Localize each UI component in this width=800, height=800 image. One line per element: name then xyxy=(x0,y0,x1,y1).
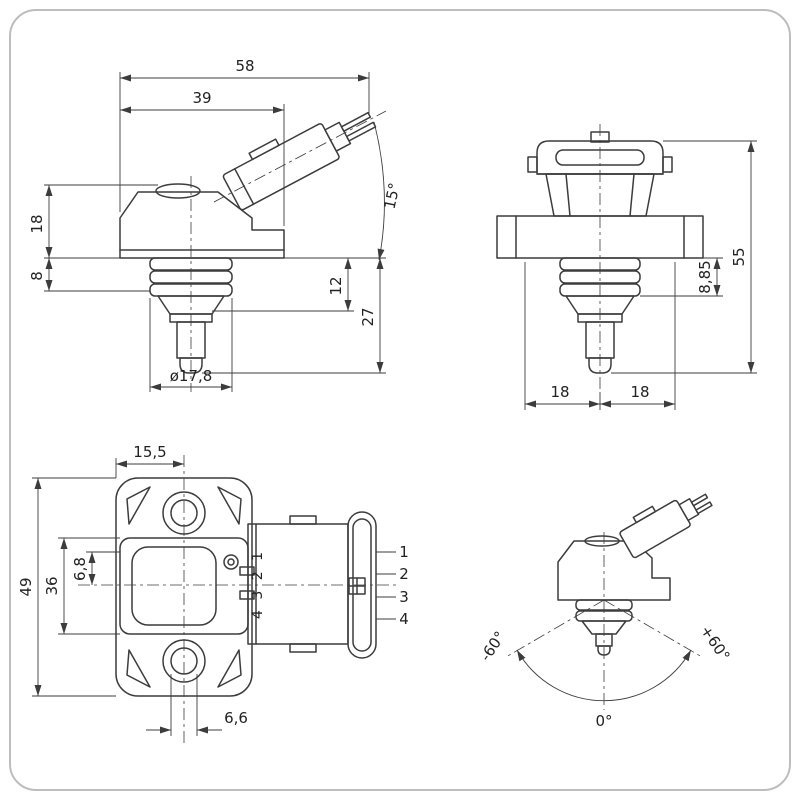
neck-line-left xyxy=(565,173,571,217)
flange-relief-tl xyxy=(126,486,151,525)
connector-housing-small xyxy=(619,499,691,559)
front-view: 55 8,85 18 18 xyxy=(496,124,757,410)
vent-hole-inner xyxy=(227,558,235,566)
dim-total-height-label: 55 xyxy=(730,247,748,266)
dim-hole-diameter: 6,6 xyxy=(146,674,248,736)
connector-tab-top xyxy=(289,515,317,525)
dim-pin-to-center: 6,8 xyxy=(71,551,120,585)
dim-hole-to-center-label: 15,5 xyxy=(133,443,166,461)
dim-body-height: 18 xyxy=(28,184,158,259)
dim-seal-height: 12 xyxy=(212,257,386,312)
body-outline xyxy=(119,191,285,259)
dim-total-width-label: 58 xyxy=(235,57,254,75)
cap-wing-left xyxy=(527,156,538,173)
pin-label-3: 3 xyxy=(399,588,409,606)
dim-half-widths: 18 18 xyxy=(524,262,676,410)
dim-hole-to-center: 15,5 xyxy=(115,443,184,478)
dim-connector-width: 39 xyxy=(120,89,285,226)
dim-half-width-right-label: 18 xyxy=(630,383,649,401)
cap-wing-right xyxy=(662,156,673,173)
dim-connector-angle: 15° xyxy=(373,121,404,261)
dim-connector-width-label: 39 xyxy=(192,89,211,107)
swing-arc xyxy=(516,649,692,702)
swing-line-minus xyxy=(505,599,605,658)
probe-tip xyxy=(588,357,612,374)
connector-tip-small xyxy=(678,498,700,522)
dim-half-width-left-label: 18 xyxy=(550,383,569,401)
flange-relief-bl xyxy=(126,649,151,688)
vent-hole-outer xyxy=(223,554,239,570)
dim-probe-length-label: 27 xyxy=(359,307,377,326)
connector-centerline xyxy=(213,110,387,203)
connector-prong-1 xyxy=(340,111,372,132)
pin-label-2: 2 xyxy=(399,565,409,583)
pin-lower xyxy=(239,590,255,600)
neck-line-right xyxy=(629,173,635,217)
dim-flange-length-label: 49 xyxy=(17,577,35,596)
connector-latch-small xyxy=(632,505,657,524)
dim-pin-to-center-label: 6,8 xyxy=(71,557,89,581)
dim-probe-diameter: ø17,8 xyxy=(149,298,233,392)
page-border xyxy=(9,9,791,791)
connector-cap xyxy=(536,140,664,175)
body-outline-small xyxy=(557,540,671,601)
connector-prong-small-1 xyxy=(690,493,709,507)
swing-label-plus: +60° xyxy=(697,622,734,665)
dim-connector-angle-label: 15° xyxy=(381,181,404,211)
dim-collar-height-front: 8,85 xyxy=(640,257,723,297)
swing-line-plus xyxy=(603,599,703,658)
probe-taper xyxy=(581,620,627,635)
dim-probe-diameter-label: ø17,8 xyxy=(170,367,213,385)
dim-body-height-label: 18 xyxy=(28,214,46,233)
pin-label-4: 4 xyxy=(399,610,409,628)
body-chamber xyxy=(131,546,217,626)
dim-collar-height: 8 xyxy=(28,258,150,292)
pin-upper xyxy=(239,566,255,576)
dim-probe-length: 27 xyxy=(202,258,386,374)
connector-prong-small-2 xyxy=(695,501,713,515)
dim-total-width: 58 xyxy=(119,57,370,212)
flange-relief-br xyxy=(217,649,242,688)
connector-small xyxy=(619,493,713,559)
dim-collar-height-label: 8 xyxy=(28,271,46,281)
angle-view: -60° +60° 0° xyxy=(476,493,734,730)
connector-tab-bottom xyxy=(289,643,317,653)
side-view: 58 39 18 8 12 27 xyxy=(28,57,404,392)
connector-side xyxy=(222,111,377,211)
swing-label-minus: -60° xyxy=(476,628,509,665)
top-view: 4 3 2 1 1 2 3 4 15,5 6,8 36 xyxy=(17,443,409,745)
flange-relief-tr xyxy=(217,486,242,525)
connector-latch xyxy=(248,138,280,161)
pin-label-1: 1 xyxy=(399,543,409,561)
swing-label-zero: 0° xyxy=(595,712,612,730)
dim-body-width: 36 xyxy=(43,537,120,635)
dim-hole-diameter-label: 6,6 xyxy=(224,709,248,727)
dim-flange-length: 49 xyxy=(17,477,116,697)
body-dome xyxy=(155,183,201,199)
dim-seal-height-label: 12 xyxy=(327,276,345,295)
pin-leaders: 1 2 3 4 xyxy=(376,543,409,628)
dim-collar-height-front-label: 8,85 xyxy=(696,260,714,293)
pin-row-label: 4 3 2 1 xyxy=(250,549,266,619)
dim-total-height: 55 xyxy=(611,140,757,374)
dim-body-width-label: 36 xyxy=(43,576,61,595)
probe-tip xyxy=(179,357,203,374)
